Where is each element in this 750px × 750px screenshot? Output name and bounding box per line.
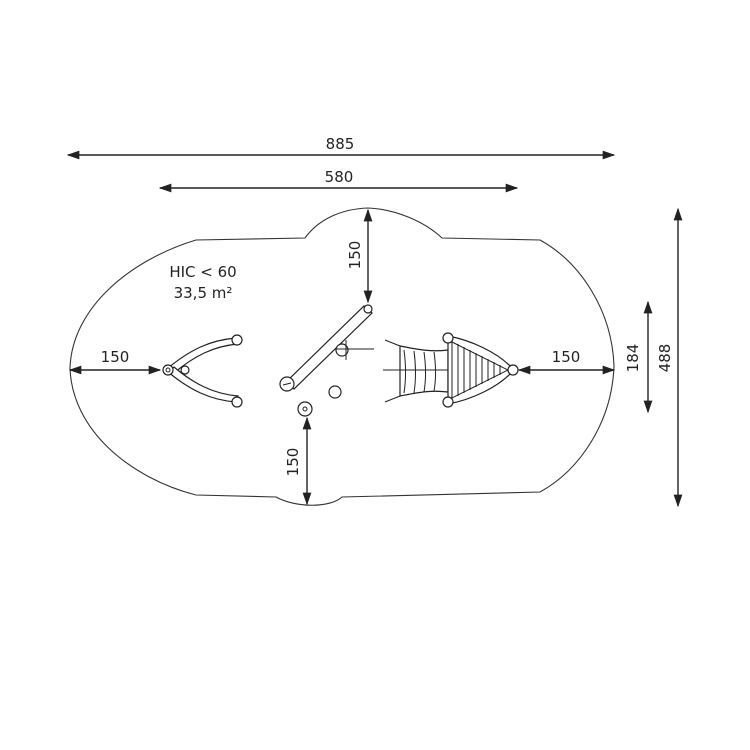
dimension-label-150-top: 150 <box>346 241 364 270</box>
stepping-posts <box>297 385 342 417</box>
dimension-label-885: 885 <box>326 135 355 153</box>
dimension-label-488: 488 <box>656 344 674 373</box>
hic-label: HIC < 60 <box>169 263 236 281</box>
dimension-left-clearance: 150 <box>68 348 162 375</box>
dimension-label-150-bottom: 150 <box>284 448 302 477</box>
left-beam-element <box>162 334 243 408</box>
dimension-overall-depth: 488 <box>656 207 683 508</box>
dimension-right-clearance: 150 <box>517 348 616 375</box>
dimension-frame-width: 580 <box>158 168 519 193</box>
safety-zone-outline <box>69 207 615 506</box>
net-element <box>383 339 456 403</box>
area-label: 33,5 m² <box>174 284 233 302</box>
dimension-label-150-right: 150 <box>552 348 581 366</box>
dimension-bottom-clearance: 150 <box>284 416 312 506</box>
dimension-label-150-left: 150 <box>101 348 130 366</box>
dimension-top-clearance: 150 <box>346 208 373 304</box>
dimension-label-184: 184 <box>624 344 642 373</box>
dimension-overall-width: 885 <box>66 135 616 160</box>
triangle-climbing-frame <box>442 332 519 408</box>
dimension-frame-depth: 184 <box>624 300 653 414</box>
diagonal-beam-element <box>279 304 374 392</box>
dimension-label-580: 580 <box>325 168 354 186</box>
